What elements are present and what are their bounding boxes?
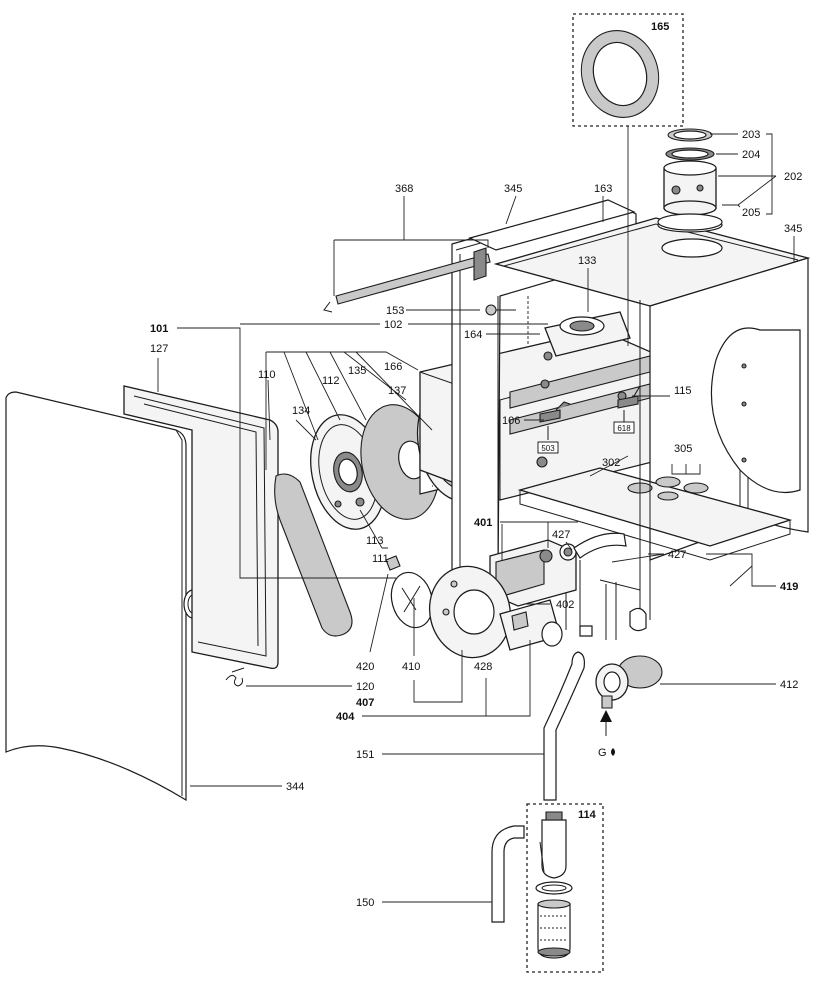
label-164: 164: [464, 329, 482, 341]
flue-adapter: [657, 128, 723, 231]
sensor-part: [539, 401, 571, 423]
svg-text:503: 503: [541, 444, 555, 453]
label-110: 110: [258, 369, 276, 381]
label-106: 106: [502, 415, 520, 427]
mounting-rail: [323, 247, 491, 313]
label-302: 302: [602, 457, 620, 469]
plug-part: [385, 555, 401, 571]
label-114: 114: [578, 809, 597, 821]
label-150: 150: [356, 897, 374, 909]
label-428: 428: [474, 661, 492, 673]
flue-seal-ring: [580, 29, 660, 119]
inner-door-frame: [123, 385, 279, 670]
detail-box-114: [526, 803, 604, 973]
label-420: 420: [356, 661, 374, 673]
label-153: 153: [386, 305, 404, 317]
label-205: 205: [742, 207, 760, 219]
flame-icon: [611, 748, 615, 756]
svg-text:618: 618: [617, 424, 631, 433]
label-203: 203: [742, 129, 760, 141]
drain-pipe: [491, 825, 525, 923]
label-166: 166: [384, 361, 402, 373]
top-cover-strip: [468, 199, 636, 251]
label-427-right: 427: [668, 549, 686, 561]
label-401: 401: [474, 517, 492, 529]
label-412: 412: [780, 679, 798, 691]
label-102: 102: [384, 319, 402, 331]
fan-assembly: [390, 565, 563, 659]
label-202: 202: [784, 171, 802, 183]
gas-symbol: G: [598, 747, 607, 759]
label-134: 134: [292, 405, 310, 417]
label-101: 101: [150, 323, 168, 335]
clip-part: [225, 667, 245, 687]
part-labels: 165 203 204 202 205 345 368 345 163 133 …: [150, 21, 802, 909]
label-305: 305: [674, 443, 692, 455]
label-137: 137: [388, 385, 406, 397]
label-111: 111: [372, 553, 389, 565]
condensate-hose: [543, 651, 585, 801]
ref-box-503: 503: [537, 441, 559, 454]
label-427-center: 427: [552, 529, 570, 541]
label-345-top: 345: [504, 183, 522, 195]
label-204: 204: [742, 149, 760, 161]
label-419: 419: [780, 581, 798, 593]
label-127: 127: [150, 343, 168, 355]
sensor-part: [617, 385, 641, 409]
arrow-head-icon: [600, 710, 612, 722]
label-113: 113: [366, 535, 384, 547]
boiler-casing: [451, 199, 811, 632]
siphon-unit: [535, 811, 573, 959]
leader-lines: [157, 126, 795, 903]
label-404: 404: [336, 711, 355, 723]
ref-box-618: 618: [613, 421, 635, 434]
label-165: 165: [651, 21, 669, 33]
siphon-connector: [595, 655, 663, 709]
label-135: 135: [348, 365, 366, 377]
label-402: 402: [556, 599, 574, 611]
label-151: 151: [356, 749, 374, 761]
label-133: 133: [578, 255, 596, 267]
screw-part: [485, 304, 516, 316]
gasket-part: [579, 625, 593, 637]
label-368: 368: [395, 183, 413, 195]
label-407: 407: [356, 697, 374, 709]
label-115: 115: [674, 385, 692, 397]
label-345-right: 345: [784, 223, 802, 235]
label-163: 163: [594, 183, 612, 195]
label-410: 410: [402, 661, 420, 673]
label-344: 344: [286, 781, 304, 793]
label-112: 112: [322, 375, 340, 387]
label-120: 120: [356, 681, 374, 693]
front-cover-panel: [5, 391, 203, 802]
gas-pipe: [573, 532, 627, 559]
flue-connector: [544, 311, 631, 357]
